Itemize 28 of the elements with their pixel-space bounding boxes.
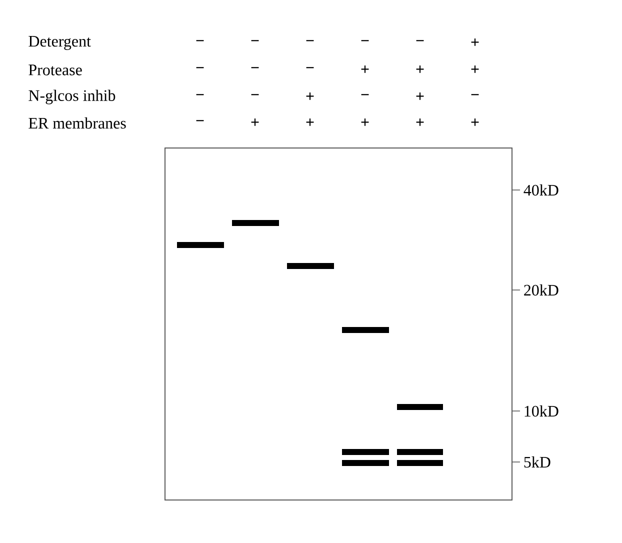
sign: + [471, 65, 479, 73]
sign: + [416, 118, 424, 126]
sign: + [416, 65, 424, 73]
sign: + [471, 118, 479, 126]
sign: − [471, 94, 479, 96]
sign: + [471, 38, 479, 46]
sign: − [361, 94, 369, 96]
row-label: Protease [28, 64, 82, 76]
sign: − [306, 67, 314, 68]
sign: − [251, 40, 259, 42]
sign: − [196, 94, 204, 96]
sign: + [306, 118, 314, 126]
sign: − [196, 67, 204, 68]
sign: − [196, 120, 204, 122]
sign: + [361, 65, 369, 73]
sign: − [196, 40, 204, 42]
sign: + [251, 118, 259, 126]
row-label: N-glcos inhib [28, 90, 116, 104]
sign: + [361, 118, 369, 126]
sign: + [416, 92, 424, 100]
sign: − [251, 67, 259, 68]
row-label: Detergent [28, 36, 91, 50]
sign: − [361, 40, 369, 42]
sign: − [306, 40, 314, 42]
sign: − [251, 94, 259, 96]
sign: + [306, 92, 314, 100]
sign: − [416, 40, 424, 42]
row-label: ER membranes [28, 117, 126, 129]
